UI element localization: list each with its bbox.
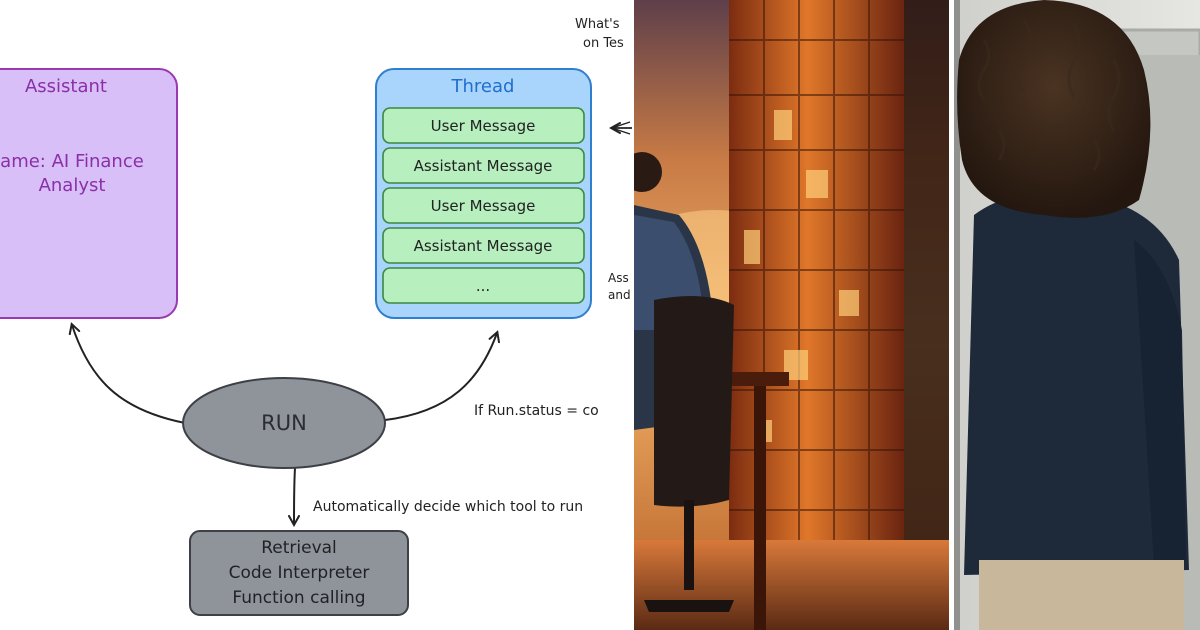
tool-retrieval: Retrieval bbox=[261, 538, 337, 558]
thread-title: Thread bbox=[451, 76, 515, 97]
office-chair bbox=[644, 296, 734, 612]
assistant-box: Assistant ame: AI Finance Analyst bbox=[0, 68, 178, 319]
panel-divider bbox=[949, 0, 954, 630]
run-label: RUN bbox=[261, 411, 307, 435]
thread-message-4: Assistant Message bbox=[382, 227, 585, 264]
diagram-canvas: Assistant ame: AI Finance Analyst Thread… bbox=[0, 17, 632, 616]
assistant-title: Assistant bbox=[25, 76, 107, 97]
person-scene-graphic bbox=[954, 0, 1200, 630]
tool-function-calling: Function calling bbox=[232, 588, 365, 608]
beige-pants bbox=[979, 560, 1184, 630]
run-status-annotation: If Run.status = co bbox=[474, 403, 599, 419]
tools-box-frame bbox=[189, 530, 409, 616]
question-annotation-line2: on Tes bbox=[583, 36, 624, 51]
side-note-line2: and bbox=[608, 288, 631, 302]
thread-message-1: User Message bbox=[382, 107, 585, 144]
tool-code-interpreter: Code Interpreter bbox=[229, 563, 370, 583]
curly-hair bbox=[957, 0, 1151, 218]
run-ellipse bbox=[182, 377, 386, 469]
navy-sweater bbox=[964, 192, 1189, 575]
thread-message-3: User Message bbox=[382, 187, 585, 224]
tool-choice-annotation: Automatically decide which tool to run bbox=[313, 499, 583, 515]
assistant-box-frame bbox=[0, 68, 178, 319]
thread-box: Thread User Message Assistant Message Us… bbox=[375, 68, 592, 319]
thread-message-label: Assistant Message bbox=[414, 237, 553, 255]
tools-box: Retrieval Code Interpreter Function call… bbox=[189, 530, 409, 616]
side-note-line1: Ass bbox=[608, 271, 629, 285]
thread-message-2: Assistant Message bbox=[382, 147, 585, 184]
run-node: RUN bbox=[182, 377, 386, 469]
assistant-name-line1: ame: AI Finance bbox=[0, 151, 144, 172]
question-annotation-line1: What's bbox=[575, 17, 620, 32]
thread-message-label: ... bbox=[476, 277, 490, 295]
assistant-name-line2: Analyst bbox=[39, 175, 106, 196]
openai-assistant-diagram: Assistant ame: AI Finance Analyst Thread… bbox=[0, 17, 632, 616]
thread-message-label: Assistant Message bbox=[414, 157, 553, 175]
run-to-assistant-arrow bbox=[72, 325, 186, 424]
thread-message-5: ... bbox=[382, 267, 585, 304]
city-scene-graphic bbox=[634, 0, 949, 630]
person-photo bbox=[954, 0, 1200, 630]
futuristic-city-illustration bbox=[634, 0, 949, 630]
incoming-arrow-stub-extra bbox=[609, 121, 631, 135]
run-to-tools-arrow bbox=[294, 467, 295, 524]
run-to-thread-arrow bbox=[384, 333, 497, 421]
thread-message-label: User Message bbox=[431, 197, 536, 215]
thread-message-label: User Message bbox=[431, 117, 536, 135]
